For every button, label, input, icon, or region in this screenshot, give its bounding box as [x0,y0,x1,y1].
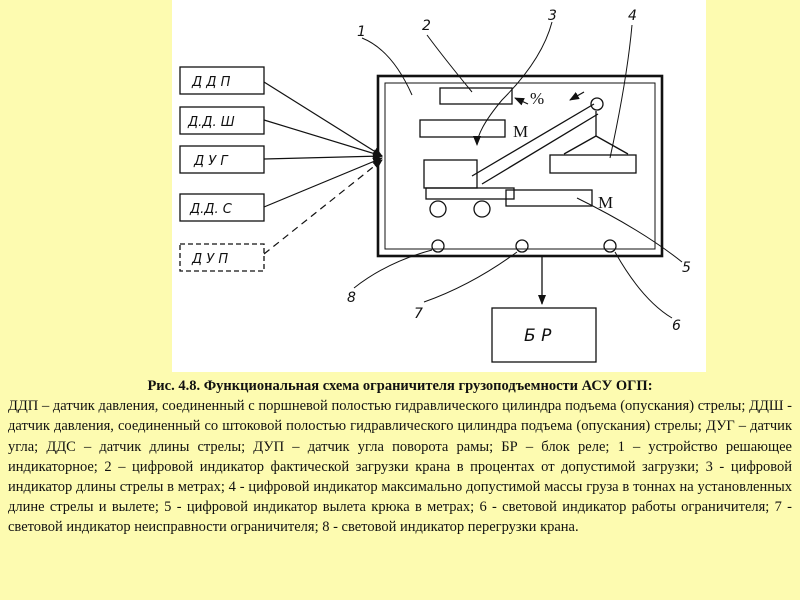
fault-lamp [515,239,529,253]
inner-arrows [514,91,585,106]
relay-label: Б Р [524,326,552,346]
diagram-svg: Д Д П Д.Д. Ш Д У Г Д.Д. С Д У П % М [179,8,691,363]
decision-indicator-device [376,74,664,258]
figure-caption: Рис. 4.8. Функциональная схема ограничит… [8,376,792,538]
crane-pictogram [423,97,629,218]
meters-label-boom: М [513,122,528,141]
number-3: 3 [548,8,557,24]
caption-title: Рис. 4.8. Функциональная схема ограничит… [147,378,653,394]
relay-block: Б Р [491,307,597,363]
number-8: 8 [347,290,356,306]
meters-label-reach: М [598,193,613,212]
number-4: 4 [628,8,637,24]
hook-reach-indicator [505,189,593,207]
sensor-dds-label: Д.Д. С [189,202,233,217]
sensor-dug: Д У Г [179,145,265,174]
sensor-ddp: Д Д П [179,66,265,95]
sensor-ddp-label: Д Д П [191,75,231,90]
percent-sign: % [530,89,544,108]
diagram-figure: Д Д П Д.Д. Ш Д У Г Д.Д. С Д У П % М [172,0,706,372]
overload-lamp [431,239,445,253]
sensor-dup: Д У П [179,243,265,272]
sensor-arrows [263,81,383,255]
number-7: 7 [414,306,423,322]
number-2: 2 [422,18,431,34]
operation-lamp [603,239,617,253]
sensor-ddsh: Д.Д. Ш [179,106,265,135]
number-1: 1 [357,24,366,40]
leader-lines [353,21,683,319]
number-6: 6 [672,318,681,334]
sensor-dup-label: Д У П [191,252,228,267]
number-5: 5 [682,260,691,276]
boom-length-indicator [419,119,506,138]
sensor-dds: Д.Д. С [179,193,265,222]
sensor-ddsh-label: Д.Д. Ш [187,115,235,130]
caption-body: ДДП – датчик давления, соединенный с пор… [8,398,792,536]
load-percent-indicator [439,87,513,105]
max-load-indicator [549,154,637,174]
sensor-dug-label: Д У Г [193,154,229,169]
